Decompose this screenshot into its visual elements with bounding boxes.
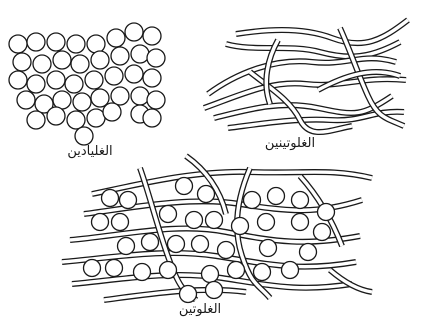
gluten-sphere bbox=[192, 236, 209, 253]
gliadin-sphere bbox=[103, 103, 121, 121]
gluten-sphere bbox=[134, 264, 151, 281]
gluten-sphere bbox=[112, 214, 129, 231]
gliadin-sphere bbox=[125, 23, 143, 41]
gluten-sphere bbox=[120, 192, 137, 209]
gluten-sphere bbox=[84, 260, 101, 277]
gluten-sphere bbox=[186, 212, 203, 229]
gluten-sphere bbox=[198, 186, 215, 203]
gluten-sphere bbox=[92, 214, 109, 231]
gliadin-sphere bbox=[143, 109, 161, 127]
gluten-sphere bbox=[292, 214, 309, 231]
gliadin-sphere bbox=[47, 71, 65, 89]
glutenin-strands bbox=[204, 20, 408, 132]
glutenin-strand bbox=[236, 20, 408, 43]
gliadin-sphere bbox=[65, 75, 83, 93]
gliadin-sphere bbox=[53, 91, 71, 109]
gliadin-sphere bbox=[87, 109, 105, 127]
gluten-sphere bbox=[258, 214, 275, 231]
gluten-sphere bbox=[176, 178, 193, 195]
gliadin-label: الغليادين bbox=[52, 144, 128, 159]
gliadin-spheres bbox=[9, 23, 165, 145]
gliadin-sphere bbox=[73, 93, 91, 111]
gluten-sphere bbox=[106, 260, 123, 277]
gluten-sphere bbox=[254, 264, 271, 281]
gluten-strand bbox=[104, 290, 246, 300]
gluten-sphere bbox=[168, 236, 185, 253]
gliadin-sphere bbox=[27, 75, 45, 93]
gluten-sphere bbox=[314, 224, 331, 241]
gluten-strand bbox=[92, 172, 372, 194]
gliadin-sphere bbox=[53, 51, 71, 69]
gliadin-sphere bbox=[27, 111, 45, 129]
gliadin-sphere bbox=[143, 69, 161, 87]
gliadin-sphere bbox=[47, 107, 65, 125]
gluten-sphere bbox=[292, 192, 309, 209]
gliadin-sphere bbox=[111, 87, 129, 105]
gluten-sphere bbox=[268, 188, 285, 205]
gliadin-sphere bbox=[67, 35, 85, 53]
gliadin-sphere bbox=[131, 87, 149, 105]
gliadin-sphere bbox=[147, 91, 165, 109]
gliadin-sphere bbox=[27, 33, 45, 51]
gluten-sphere bbox=[218, 242, 235, 259]
gluten-sphere bbox=[180, 286, 197, 303]
gliadin-sphere bbox=[131, 45, 149, 63]
gliadin-sphere bbox=[125, 65, 143, 83]
gliadin-sphere bbox=[143, 27, 161, 45]
gluten-label: الغلوتين bbox=[162, 302, 238, 317]
gliadin-sphere bbox=[13, 53, 31, 71]
glutenin-label: الغلوتينين bbox=[252, 136, 328, 151]
gluten-sphere bbox=[102, 190, 119, 207]
gliadin-sphere bbox=[9, 71, 27, 89]
gliadin-sphere bbox=[85, 71, 103, 89]
gluten-sphere bbox=[300, 244, 317, 261]
gluten-sphere bbox=[206, 212, 223, 229]
gluten-sphere bbox=[228, 262, 245, 279]
gluten-sphere bbox=[260, 240, 277, 257]
gluten-sphere bbox=[160, 206, 177, 223]
gliadin-sphere bbox=[71, 55, 89, 73]
gliadin-sphere bbox=[67, 111, 85, 129]
gluten-sphere bbox=[160, 262, 177, 279]
gliadin-sphere bbox=[75, 127, 93, 145]
gluten-sphere bbox=[318, 204, 335, 221]
gliadin-sphere bbox=[107, 29, 125, 47]
gluten-sphere bbox=[142, 234, 159, 251]
gluten-sphere bbox=[232, 218, 249, 235]
gliadin-sphere bbox=[9, 35, 27, 53]
gliadin-sphere bbox=[87, 35, 105, 53]
gluten-sphere bbox=[282, 262, 299, 279]
gluten-sphere bbox=[118, 238, 135, 255]
gliadin-sphere bbox=[33, 55, 51, 73]
gluten-sphere bbox=[202, 266, 219, 283]
gluten-sphere bbox=[244, 192, 261, 209]
gliadin-sphere bbox=[91, 51, 109, 69]
gliadin-sphere bbox=[147, 49, 165, 67]
gliadin-sphere bbox=[17, 91, 35, 109]
gluten-sphere bbox=[206, 282, 223, 299]
gliadin-sphere bbox=[47, 33, 65, 51]
gliadin-sphere bbox=[111, 47, 129, 65]
glutenin-strand bbox=[226, 42, 400, 57]
gliadin-sphere bbox=[105, 67, 123, 85]
